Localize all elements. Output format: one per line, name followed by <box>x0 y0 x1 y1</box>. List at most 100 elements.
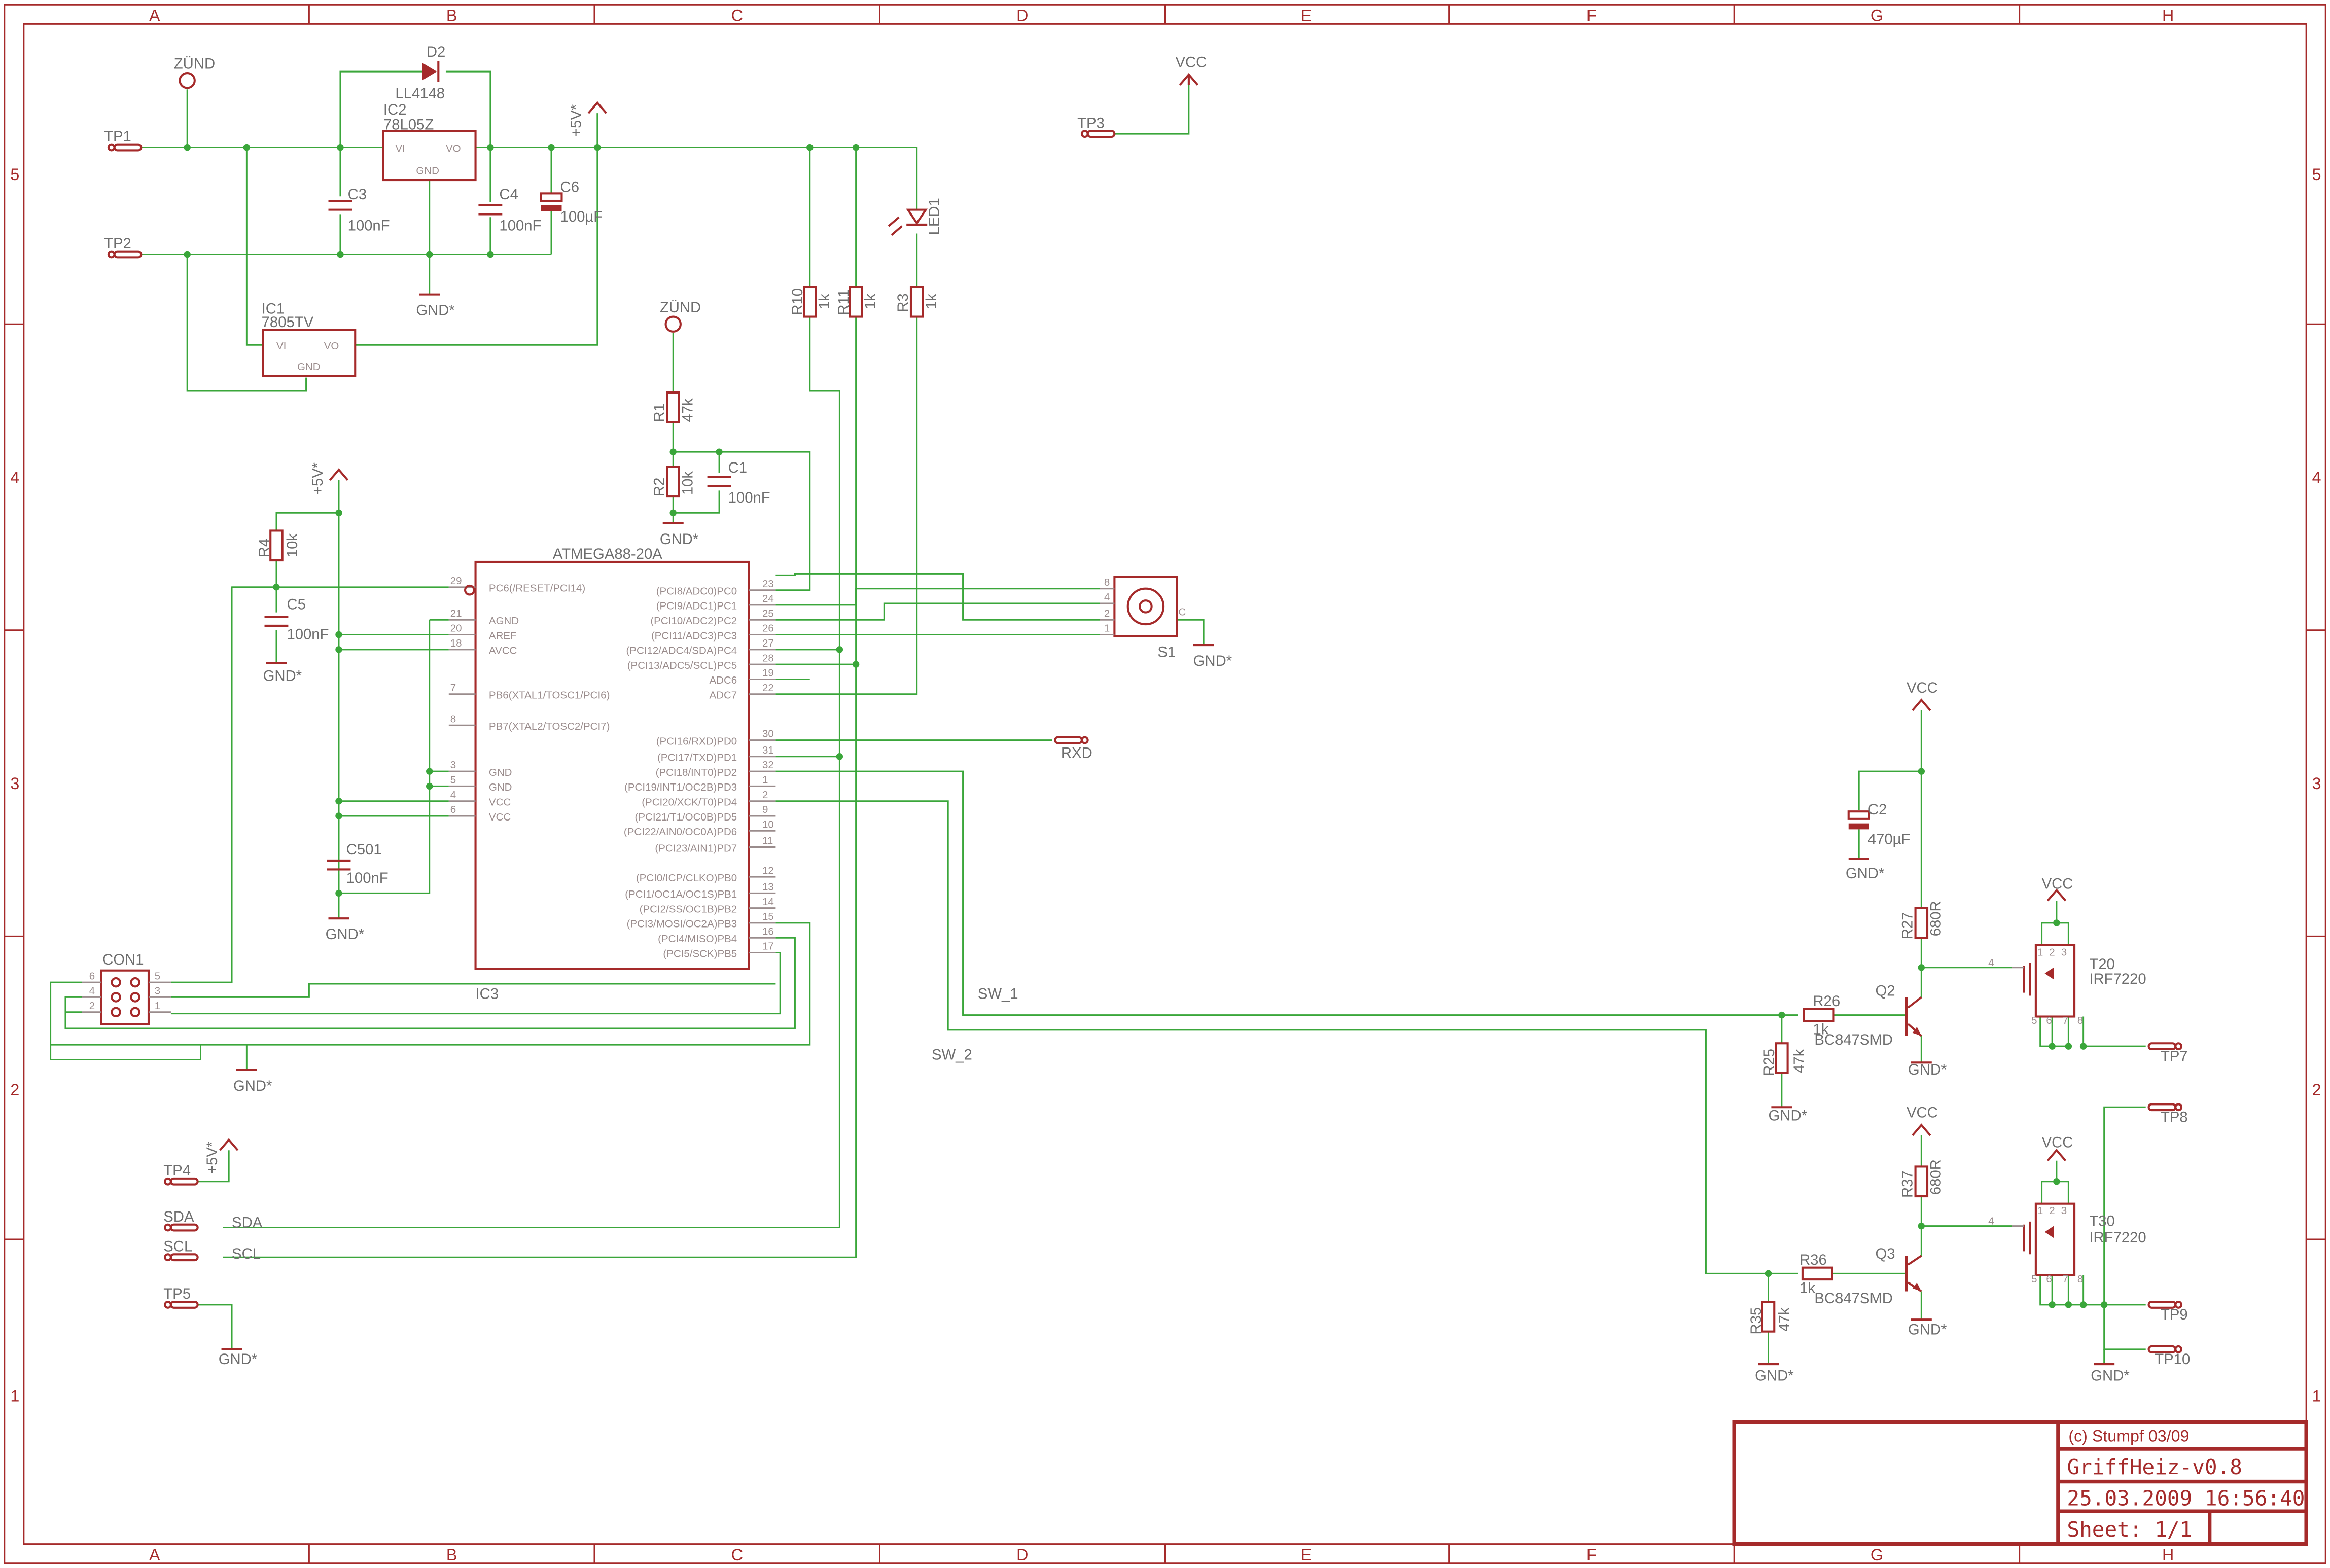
svg-text:680R: 680R <box>1927 1159 1944 1195</box>
sda-pad: SDA SDA <box>163 1208 263 1232</box>
vcc-supply-q2: VCC <box>1907 680 1938 711</box>
svg-text:TP5: TP5 <box>163 1286 191 1302</box>
resistor-r2: R2 10k <box>651 466 696 498</box>
svg-text:2: 2 <box>89 1000 95 1012</box>
svg-text:SCL: SCL <box>163 1238 192 1255</box>
plus5v-supply-c: +5V* <box>204 1138 239 1174</box>
svg-text:5: 5 <box>2031 1273 2037 1285</box>
mcu-pin-name: ADC7 <box>710 690 737 701</box>
mcu-pin-number: 16 <box>762 925 774 937</box>
transistor-q3: Q3 BC847SMD <box>1814 1245 1922 1307</box>
mcu-pin-name: (PCI19/INT1/OC2B)PD3 <box>624 781 737 793</box>
mcu-pin-name: ADC6 <box>710 674 737 686</box>
svg-text:470µF: 470µF <box>1868 831 1911 848</box>
mcu-pin-name: GND <box>489 781 512 793</box>
col-label: E <box>1301 1546 1312 1564</box>
mcu-pin-number: 10 <box>762 818 774 830</box>
svg-text:7: 7 <box>2063 1273 2068 1285</box>
svg-text:R4: R4 <box>256 539 272 557</box>
col-label: D <box>1016 1546 1028 1564</box>
svg-text:1k: 1k <box>1799 1279 1815 1296</box>
led1: LED1 <box>888 198 943 236</box>
svg-text:GND*: GND* <box>1908 1322 1947 1338</box>
svg-text:SDA: SDA <box>163 1208 194 1225</box>
capacitor-c2: C2 470µF <box>1847 801 1911 848</box>
mcu-pin-name: (PCI11/ADC3)PC3 <box>651 630 737 642</box>
capacitor-c5: C5 100nF <box>264 596 329 643</box>
mcu-pin-name: AGND <box>489 615 519 627</box>
mcu-pin-number: 26 <box>762 623 774 634</box>
svg-text:R36: R36 <box>1799 1252 1827 1268</box>
svg-text:ATMEGA88-20A: ATMEGA88-20A <box>553 546 662 562</box>
svg-text:3: 3 <box>155 985 160 997</box>
row-label: 1 <box>10 1386 19 1405</box>
svg-text:C5: C5 <box>287 596 305 613</box>
tp3: TP3 <box>1077 115 1116 138</box>
mcu-pin-number: 29 <box>450 575 462 587</box>
svg-text:5: 5 <box>155 970 160 982</box>
tp9: TP9 <box>2147 1301 2188 1323</box>
svg-text:GND*: GND* <box>1193 653 1232 669</box>
svg-text:+5V*: +5V* <box>204 1142 221 1174</box>
mcu-pin-number: 5 <box>450 774 456 786</box>
mcu-pin-number: 24 <box>762 593 774 604</box>
gnd-symbols: GND* GND* GND* GND* GND* GND* GND* GND* … <box>219 293 2130 1384</box>
mcu-pin-number: 13 <box>762 881 774 893</box>
svg-text:6: 6 <box>2046 1273 2052 1285</box>
col-label: G <box>1870 7 1883 25</box>
svg-text:LL4148: LL4148 <box>395 85 445 102</box>
svg-text:4: 4 <box>1988 1216 1994 1227</box>
resistor-r26: R26 1k <box>1803 993 1840 1038</box>
mcu-pin-name: (PCI4/MISO)PB4 <box>658 933 737 945</box>
vcc-supply-q3: VCC <box>1907 1104 1938 1136</box>
svg-text:GND*: GND* <box>1846 865 1884 882</box>
svg-text:100µF: 100µF <box>560 208 603 225</box>
connector-con1: 642 531 CON1 <box>82 951 171 1025</box>
svg-text:ZÜND: ZÜND <box>660 299 701 316</box>
col-label: C <box>731 1546 743 1564</box>
mcu-pin-name: (PCI2/SS/OC1B)PB2 <box>640 903 737 915</box>
zuend-supply-1: ZÜND <box>174 55 215 89</box>
mcu-pin-name: PB6(XTAL1/TOSC1/PCI6) <box>489 690 610 701</box>
svg-text:VO: VO <box>446 142 461 154</box>
svg-text:R3: R3 <box>895 293 911 312</box>
svg-text:GND*: GND* <box>1769 1108 1807 1124</box>
svg-text:GND: GND <box>297 361 321 373</box>
svg-text:Q3: Q3 <box>1875 1245 1895 1262</box>
svg-text:C501: C501 <box>346 841 382 858</box>
svg-text:ZÜND: ZÜND <box>174 55 215 72</box>
svg-text:10k: 10k <box>679 471 696 495</box>
svg-text:GND*: GND* <box>2091 1367 2129 1384</box>
regulator-ic2: IC2 78L05Z VI VO GND <box>382 101 477 182</box>
svg-text:2: 2 <box>1104 608 1110 619</box>
row-label: 2 <box>2312 1081 2321 1099</box>
svg-text:1: 1 <box>2037 1205 2043 1217</box>
svg-text:7: 7 <box>2063 1015 2068 1026</box>
mcu-pin-number: 17 <box>762 941 774 952</box>
svg-text:10k: 10k <box>284 533 301 558</box>
col-label: A <box>149 7 160 25</box>
mcu-pin-number: 11 <box>762 835 773 847</box>
svg-text:3: 3 <box>2061 946 2067 958</box>
drawing-name: GriffHeiz-v0.8 <box>2067 1455 2242 1479</box>
svg-text:R2: R2 <box>651 478 668 496</box>
svg-text:47k: 47k <box>679 398 696 422</box>
col-label: C <box>731 7 743 25</box>
resistor-r11: R11 1k <box>835 286 879 318</box>
vcc-supply-t20: VCC <box>2042 876 2073 902</box>
svg-text:IC3: IC3 <box>476 985 499 1002</box>
col-label: D <box>1016 7 1028 25</box>
mcu-pin-name: (PCI0/ICP/CLKO)PB0 <box>636 872 737 884</box>
row-label: 3 <box>2312 774 2321 793</box>
svg-text:C6: C6 <box>560 179 579 195</box>
mcu-left-pins: 29PC6(/RESET/PCI14)21AGND20AREF18AVCC7PB… <box>448 575 610 823</box>
svg-text:1k: 1k <box>862 294 879 309</box>
svg-text:8: 8 <box>2077 1015 2083 1026</box>
svg-text:8: 8 <box>1104 577 1110 588</box>
mcu-pin-name: PC6(/RESET/PCI14) <box>489 583 585 594</box>
svg-text:4: 4 <box>1988 957 1994 969</box>
svg-text:TP8: TP8 <box>2161 1109 2188 1126</box>
mcu-pin-number: 25 <box>762 608 774 619</box>
svg-text:+5V*: +5V* <box>309 462 326 495</box>
mcu-pin-name: (PCI23/AIN1)PD7 <box>655 842 737 854</box>
